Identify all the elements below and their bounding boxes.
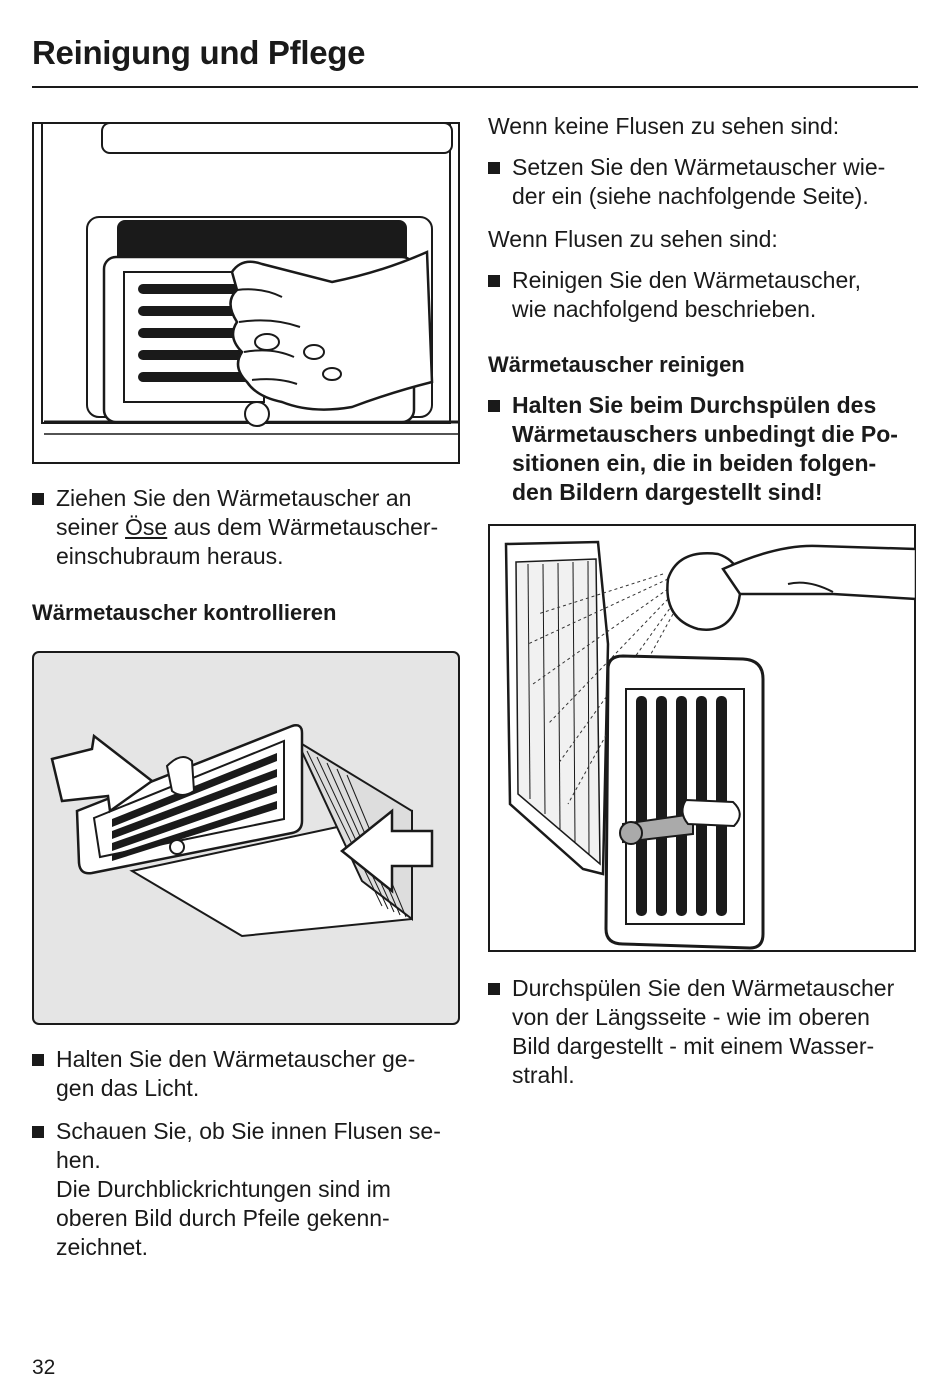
step-text: Setzen Sie den Wärmetauscher wie-: [512, 154, 886, 180]
list-item: Durchspülen Sie den Wärmetauscher von de…: [488, 974, 928, 1090]
step-text: der ein (siehe nachfolgende Seite).: [512, 183, 869, 209]
right-column-top: Wenn keine Flusen zu sehen sind: Setzen …: [488, 112, 928, 507]
step-text: aus dem Wärmetauscher-: [167, 514, 439, 540]
figure-rinse-heat-exchanger: [488, 524, 916, 952]
condition-lint: Wenn Flusen zu sehen sind:: [488, 226, 778, 252]
warning-text: den Bildern dargestellt sind!: [512, 479, 823, 505]
step-text: strahl.: [512, 1062, 575, 1088]
step-text: Bild dargestellt - mit einem Wasser-: [512, 1033, 875, 1059]
right-step-rinse: Durchspülen Sie den Wärmetauscher von de…: [488, 974, 928, 1090]
left-steps-2-3: Halten Sie den Wärmetauscher ge- gen das…: [32, 1045, 462, 1262]
bullet-square-icon: [488, 983, 500, 995]
list-item: Halten Sie den Wärmetauscher ge- gen das…: [32, 1045, 462, 1103]
step-text: wie nachfolgend beschrieben.: [512, 296, 817, 322]
step-text: Halten Sie den Wärmetauscher ge-: [56, 1046, 416, 1072]
bullet-square-icon: [32, 1126, 44, 1138]
step-text: Durchspülen Sie den Wärmetauscher: [512, 975, 895, 1001]
list-item: Reinigen Sie den Wärmetauscher, wie nach…: [488, 266, 928, 324]
list-item: Setzen Sie den Wärmetauscher wie- der ei…: [488, 153, 928, 211]
step-text: hen.: [56, 1147, 101, 1173]
bullet-square-icon: [488, 400, 500, 412]
warning-text: Wärmetauschers unbedingt die Po-: [512, 421, 898, 447]
left-heading-check-block: Wärmetauscher kontrollieren: [32, 598, 462, 627]
eyelet-term: Öse: [125, 514, 168, 540]
title-rule: [32, 86, 918, 88]
bullet-square-icon: [488, 275, 500, 287]
step-text: oberen Bild durch Pfeile gekenn-: [56, 1205, 390, 1231]
section-heading-clean: Wärmetauscher reinigen: [488, 352, 745, 377]
page-number: 32: [32, 1356, 56, 1379]
warning-text: Halten Sie beim Durchspülen des: [512, 392, 877, 418]
section-heading-check: Wärmetauscher kontrollieren: [32, 600, 337, 625]
step-text: gen das Licht.: [56, 1075, 200, 1101]
left-step-1: Ziehen Sie den Wärmetauscher an seiner Ö…: [32, 484, 462, 571]
figure-check-heat-exchanger: [32, 651, 460, 1025]
step-text: von der Längsseite - wie im oberen: [512, 1004, 870, 1030]
warning-item: Halten Sie beim Durchspülen des Wärmetau…: [488, 391, 928, 507]
step-text: einschubraum heraus.: [56, 543, 284, 569]
step-text: Reinigen Sie den Wärmetauscher,: [512, 267, 862, 293]
step-text: Ziehen Sie den Wärmetauscher an: [56, 485, 412, 511]
condition-no-lint: Wenn keine Flusen zu sehen sind:: [488, 113, 840, 139]
step-text: seiner: [56, 514, 126, 540]
list-item: Ziehen Sie den Wärmetauscher an seiner Ö…: [32, 484, 462, 571]
page-title: Reinigung und Pflege: [32, 34, 366, 71]
bullet-square-icon: [488, 162, 500, 174]
step-text: Die Durchblickrichtungen sind im: [56, 1176, 391, 1202]
step-text: Schauen Sie, ob Sie innen Flusen se-: [56, 1118, 441, 1144]
bullet-square-icon: [32, 493, 44, 505]
step-text: zeichnet.: [56, 1234, 149, 1260]
warning-text: sitionen ein, die in beiden folgen-: [512, 450, 877, 476]
list-item: Schauen Sie, ob Sie innen Flusen se- hen…: [32, 1117, 462, 1262]
figure-remove-heat-exchanger: [32, 122, 460, 464]
bullet-square-icon: [32, 1054, 44, 1066]
